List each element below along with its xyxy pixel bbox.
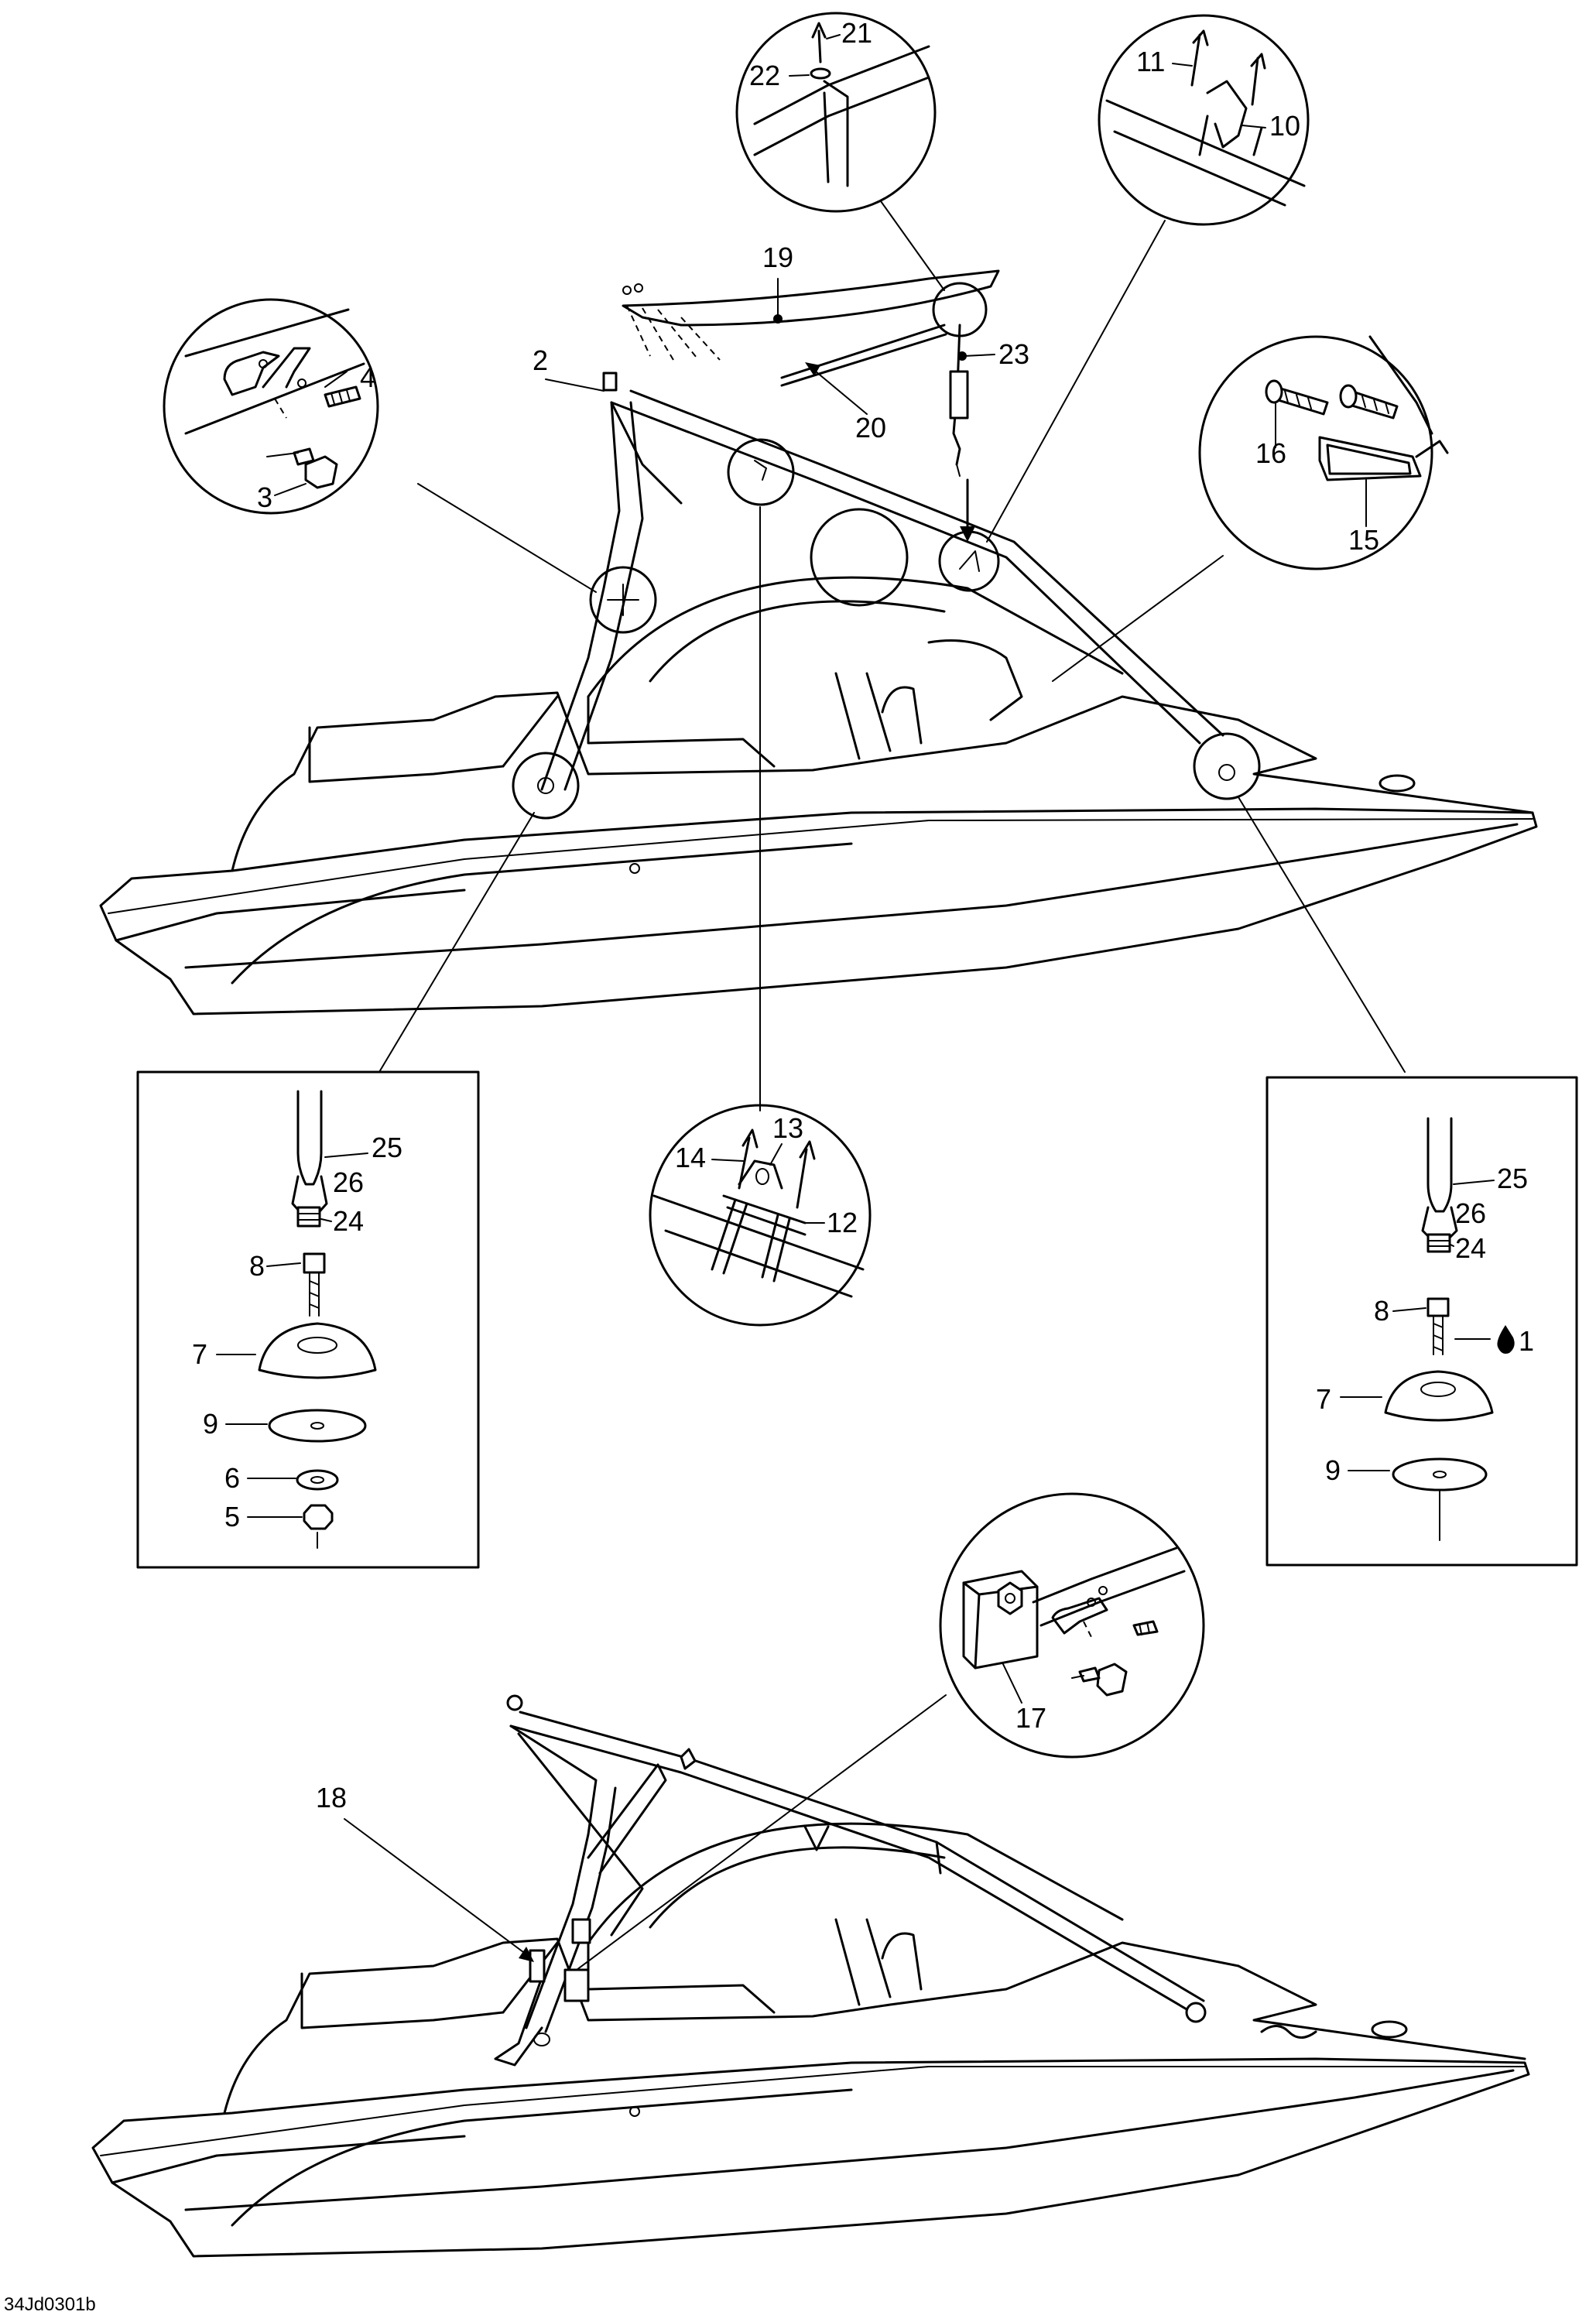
label-21: 21 — [841, 17, 872, 49]
label-1: 1 — [1519, 1325, 1534, 1357]
label-18: 18 — [316, 1782, 347, 1813]
label-2: 2 — [533, 344, 548, 376]
label-15: 15 — [1348, 524, 1379, 556]
label-24-right: 24 — [1455, 1232, 1486, 1264]
label-25-right: 25 — [1497, 1163, 1528, 1194]
detail-mirror: 16 15 — [1198, 335, 1449, 570]
label-24-left: 24 — [333, 1205, 364, 1237]
label-16: 16 — [1255, 437, 1286, 469]
label-13: 13 — [772, 1112, 803, 1144]
bimini-top-assembly — [622, 269, 1000, 477]
label-4: 4 — [360, 361, 375, 393]
detail-box-right: 25 26 24 8 1 7 9 — [1265, 1076, 1578, 1567]
detail-bracket: 14 13 12 — [649, 1104, 872, 1327]
label-10: 10 — [1269, 110, 1300, 142]
label-8-left: 8 — [249, 1250, 265, 1282]
boat-bottom — [91, 1694, 1530, 2258]
label-25-left: 25 — [372, 1132, 402, 1163]
label-6-left: 6 — [224, 1462, 240, 1494]
label-23: 23 — [998, 338, 1029, 370]
detail-rivet-top: 21 22 — [735, 12, 937, 213]
label-9-right: 9 — [1325, 1454, 1341, 1486]
label-26-left: 26 — [333, 1166, 364, 1198]
boat-top — [99, 372, 1538, 1015]
detail-pad: 17 — [939, 1492, 1205, 1759]
label-14: 14 — [675, 1142, 706, 1173]
label-8-right: 8 — [1374, 1295, 1389, 1327]
label-5-left: 5 — [224, 1501, 240, 1533]
label-7-right: 7 — [1316, 1383, 1331, 1415]
label-19: 19 — [762, 241, 793, 273]
label-22: 22 — [749, 60, 780, 91]
label-20: 20 — [855, 412, 886, 444]
detail-box-left: 25 26 24 8 7 9 6 5 — [136, 1070, 480, 1569]
diagram-code: 34Jd0301b — [4, 2294, 96, 2315]
label-3: 3 — [257, 481, 272, 513]
label-11: 11 — [1136, 46, 1165, 77]
drop-icon — [1497, 1325, 1515, 1354]
label-12: 12 — [827, 1207, 858, 1238]
label-7-left: 7 — [192, 1338, 207, 1370]
label-17: 17 — [1015, 1702, 1046, 1734]
label-26-right: 26 — [1455, 1197, 1486, 1229]
detail-knob-bolt: 4 3 — [163, 298, 379, 515]
label-9-left: 9 — [203, 1408, 218, 1440]
detail-clip: 11 10 — [1098, 14, 1310, 226]
